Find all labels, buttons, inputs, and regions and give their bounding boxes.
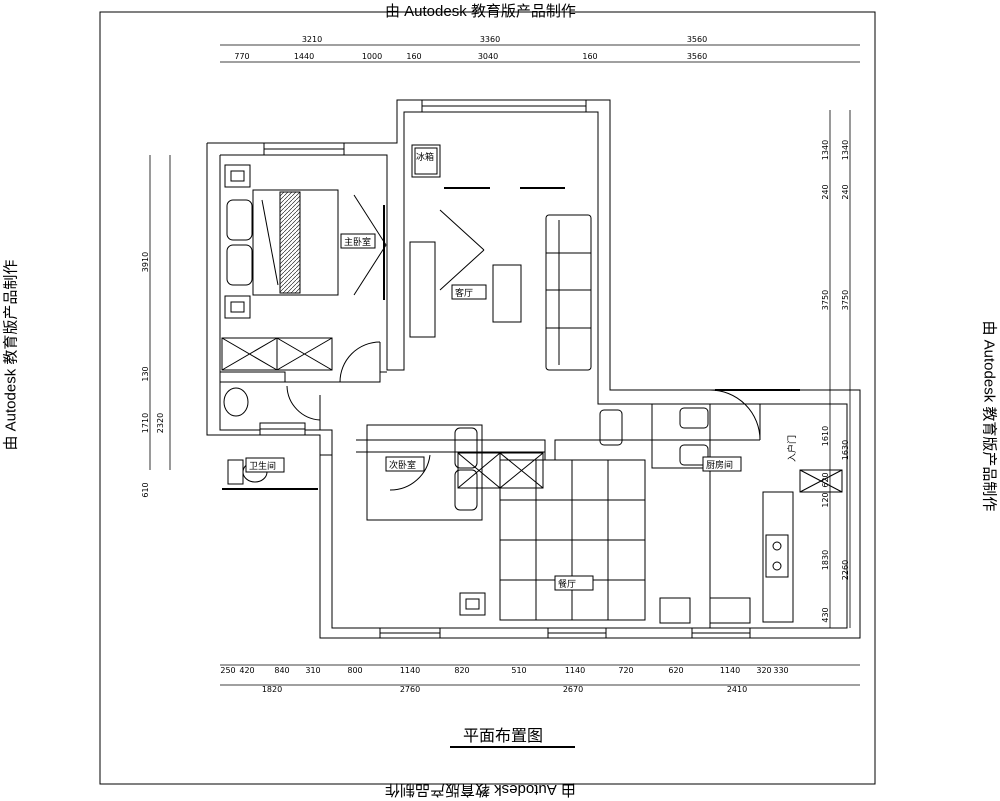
dim-bottom-inner-6: 820 bbox=[454, 666, 469, 675]
dim-bottom-inner-12: 320 bbox=[756, 666, 771, 675]
bathroom bbox=[222, 386, 320, 489]
dim-left-0: 3910 bbox=[141, 252, 150, 272]
dim-top-inner-0: 770 bbox=[234, 52, 249, 61]
label-bathroom: 卫生间 bbox=[249, 460, 276, 472]
dim-bottom-inner-0: 250 bbox=[220, 666, 235, 675]
master-bedroom bbox=[222, 165, 386, 382]
dim-right-inner-3: 1610 bbox=[821, 426, 830, 446]
dim-bottom-inner-2: 840 bbox=[274, 666, 289, 675]
dim-right-inner-6: 1830 bbox=[821, 550, 830, 570]
dim-top-inner-4: 3040 bbox=[478, 52, 498, 61]
dim-top-outer-0: 3210 bbox=[302, 35, 322, 44]
dining-room bbox=[500, 404, 710, 620]
dim-bottom-inner-5: 1140 bbox=[400, 666, 420, 675]
dim-right-inner-4: 620 bbox=[821, 472, 830, 487]
dim-bottom-inner-13: 330 bbox=[773, 666, 788, 675]
dim-top-inner-2: 1000 bbox=[362, 52, 382, 61]
dim-left-1: 130 bbox=[141, 366, 150, 381]
dim-right-outer-2: 3750 bbox=[841, 290, 850, 310]
dim-right-outer-1: 240 bbox=[841, 184, 850, 199]
drawing-title: 平面布置图 bbox=[463, 722, 543, 746]
dim-bottom-outer-1: 2760 bbox=[400, 685, 420, 694]
dim-bottom-inner-3: 310 bbox=[305, 666, 320, 675]
label-kitchen: 厨房间 bbox=[706, 459, 733, 471]
dim-top-inner-5: 160 bbox=[582, 52, 597, 61]
label-dining-room: 餐厅 bbox=[558, 578, 576, 590]
dim-bottom-outer-0: 1820 bbox=[262, 685, 282, 694]
dim-left-2: 1710 bbox=[141, 413, 150, 433]
label-master-bedroom: 主卧室 bbox=[344, 236, 371, 248]
second-bedroom bbox=[367, 425, 543, 615]
label-second-bedroom: 次卧室 bbox=[389, 459, 416, 471]
dim-top-inner-6: 3560 bbox=[687, 52, 707, 61]
windows bbox=[260, 100, 750, 638]
title-underline bbox=[450, 746, 575, 748]
label-fridge: 冰箱 bbox=[416, 151, 434, 163]
dim-right-inner-7: 430 bbox=[821, 607, 830, 622]
dim-top-outer-1: 3360 bbox=[480, 35, 500, 44]
dim-left-4: 610 bbox=[141, 482, 150, 497]
dim-bottom-inner-9: 720 bbox=[618, 666, 633, 675]
dim-right-inner-5: 120 bbox=[821, 492, 830, 507]
dim-right-outer-0: 1340 bbox=[841, 140, 850, 160]
dim-bottom-outer-2: 2670 bbox=[563, 685, 583, 694]
dim-bottom-inner-4: 800 bbox=[347, 666, 362, 675]
dim-top-inner-1: 1440 bbox=[294, 52, 314, 61]
dim-left-3: 2320 bbox=[156, 413, 165, 433]
dim-right-inner-1: 240 bbox=[821, 184, 830, 199]
dim-top-outer-2: 3560 bbox=[687, 35, 707, 44]
outer-walls bbox=[207, 100, 860, 638]
dim-right-inner-0: 1340 bbox=[821, 140, 830, 160]
dim-right-outer-3: 1630 bbox=[841, 440, 850, 460]
label-entrance: 入户门 bbox=[786, 435, 798, 462]
dimension-lines bbox=[150, 45, 860, 685]
dimension-texts: 3210 3360 3560 770 1440 1000 160 3040 160 3560 250… bbox=[141, 35, 850, 694]
dim-bottom-inner-10: 620 bbox=[668, 666, 683, 675]
dim-bottom-inner-1: 420 bbox=[239, 666, 254, 675]
dim-bottom-inner-8: 1140 bbox=[565, 666, 585, 675]
dim-bottom-inner-11: 1140 bbox=[720, 666, 740, 675]
dim-bottom-inner-7: 510 bbox=[511, 666, 526, 675]
label-living-room: 客厅 bbox=[455, 287, 473, 299]
dim-right-outer-4: 2260 bbox=[841, 560, 850, 580]
dim-top-inner-3: 160 bbox=[406, 52, 421, 61]
dim-bottom-outer-3: 2410 bbox=[727, 685, 747, 694]
dim-right-inner-2: 3750 bbox=[821, 290, 830, 310]
